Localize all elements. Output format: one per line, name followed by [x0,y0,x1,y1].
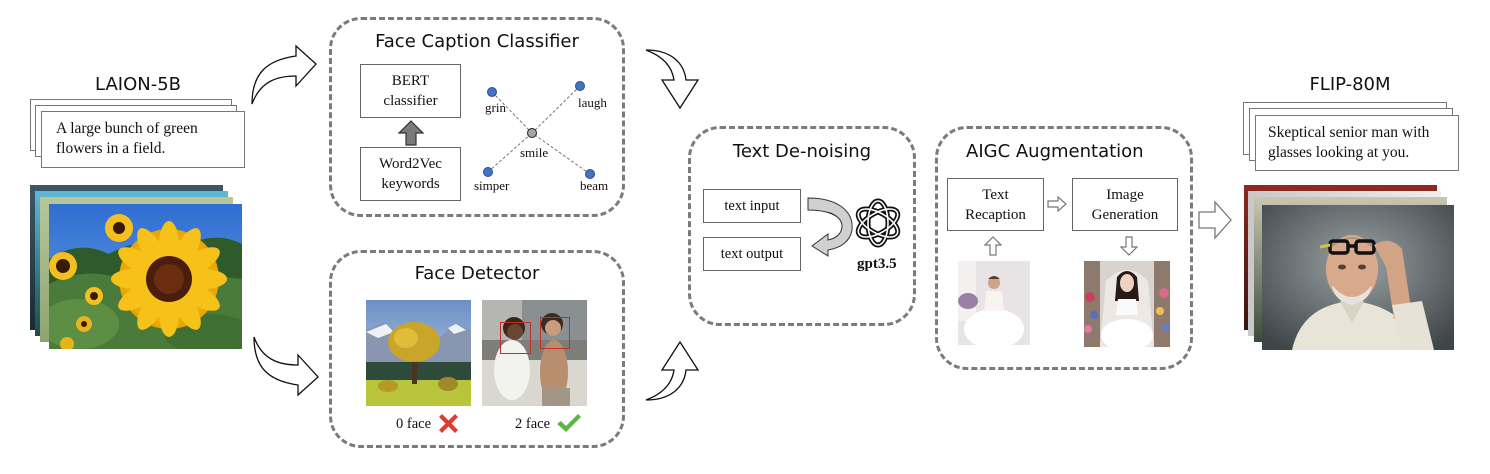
caption-card-front: A large bunch of green flowers in a fiel… [41,111,245,168]
openai-logo-icon [855,198,901,248]
text-input-box: text input [703,189,801,223]
generation-line-2: Generation [1091,206,1159,223]
node-smile-center [527,128,537,138]
image-generation-box: Image Generation [1072,178,1178,231]
node-laugh [575,81,585,91]
cross-icon [439,414,458,433]
curved-arrow-to-face-detector [253,336,319,397]
text-recaption-box: Text Recaption [947,178,1044,231]
sunflower-image [49,204,242,349]
two-people-image [482,300,587,406]
text-output-box: text output [703,237,801,271]
curved-arrow-to-denoising-top [645,49,700,110]
recaption-line-2: Recaption [965,206,1026,223]
bert-classifier-box: BERT classifier [360,64,461,118]
node-beam [585,169,595,179]
curved-arrow-to-denoising-bottom [645,340,700,401]
gpt-model-label: gpt3.5 [857,256,897,272]
two-face-label: 2 face [515,416,551,432]
word-simper: simper [474,178,510,193]
zero-face-label: 0 face [396,416,432,432]
up-outline-arrow-icon [984,236,1002,256]
generation-line-1: Image [1106,186,1144,203]
generated-bride-image [1084,261,1170,347]
denoise-loop-arrow [807,197,853,257]
face-detector-panel [329,250,625,448]
check-icon [557,414,581,432]
output-dataset-title: FLIP-80M [1309,74,1391,95]
word2vec-line-2: keywords [381,176,440,192]
bert-line-2: classifier [383,93,438,109]
original-bride-image [958,261,1030,345]
right-arrow-icon [1047,196,1067,212]
caption-line-2: flowers in a field. [56,140,166,157]
face-caption-classifier-title: Face Caption Classifier [375,31,579,52]
node-grin [487,87,497,97]
output-caption-card-front: Skeptical senior man with glasses lookin… [1255,115,1459,171]
embedding-graph-edges [487,85,591,175]
face-detector-title: Face Detector [414,263,540,284]
output-caption-line-2: glasses looking at you. [1268,144,1410,161]
word2vec-keywords-box: Word2Vec keywords [360,147,461,201]
senior-man-image [1262,205,1454,350]
bert-line-1: BERT [391,73,430,89]
word-smile: smile [520,145,549,160]
aigc-augmentation-title: AIGC Augmentation [966,141,1144,162]
down-outline-arrow-icon [1120,236,1138,256]
aigc-augmentation-panel [935,126,1193,370]
curved-arrow-to-caption-classifier [251,44,317,105]
source-dataset-title: LAION-5B [95,74,181,95]
right-outline-arrow-to-output [1198,200,1232,240]
word-laugh: laugh [578,95,607,110]
face-caption-classifier-panel [329,17,625,217]
word2vec-line-1: Word2Vec [379,156,442,172]
up-arrow-icon [398,120,424,146]
node-simper [483,167,493,177]
word-grin: grin [485,100,506,115]
output-caption-line-1: Skeptical senior man with [1268,124,1430,141]
tree-landscape-image [366,300,471,406]
face-bbox-1 [500,322,531,354]
recaption-line-1: Text [982,186,1009,203]
caption-line-1: A large bunch of green [56,120,198,137]
word-beam: beam [580,178,609,193]
text-denoising-title: Text De-noising [732,141,872,162]
face-bbox-2 [540,317,570,349]
text-denoising-panel [688,126,916,326]
